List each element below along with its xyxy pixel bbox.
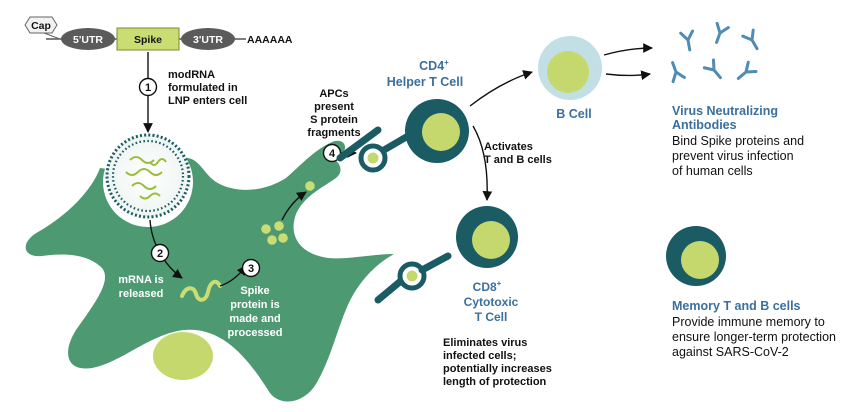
step-2-badge	[150, 243, 170, 263]
step-3-line-1: Spike	[240, 285, 269, 297]
step-1-line-1: modRNA	[168, 69, 215, 81]
lipid-nanoparticle	[105, 133, 191, 219]
spike-label: Spike	[134, 34, 162, 46]
utr3-segment: 3'UTR	[181, 28, 235, 50]
antibodies-title-line-1: Virus Neutralizing	[672, 104, 778, 118]
activates-line-1: Activates	[484, 141, 533, 153]
step-3-line-3: made and	[229, 313, 280, 325]
cap-label: Cap	[31, 20, 51, 32]
eliminates-line-1: Eliminates virus	[443, 337, 527, 349]
step-2-line-2: released	[119, 288, 164, 300]
step-4-line-2: present	[314, 101, 354, 113]
step-4-line-1: APCs	[319, 88, 348, 100]
cd8-mhc-receptor	[374, 252, 452, 304]
antibody-icon	[736, 60, 758, 80]
antibodies-desc-line-3: of human cells	[672, 164, 753, 178]
antigen-presenting-cell	[25, 156, 394, 402]
cd8-subtitle-line-1: Cytotoxic	[464, 295, 519, 309]
utr5-segment: 5'UTR	[61, 28, 115, 50]
utr3-label: 3'UTR	[193, 34, 223, 46]
step-2: 2 mRNA is released	[118, 243, 170, 300]
spike-protein-particles	[261, 181, 315, 245]
spike-segment: Spike	[116, 27, 180, 51]
b-cell-title: B Cell	[556, 107, 591, 121]
antibodies-desc-line-1: Bind Spike proteins and	[672, 134, 804, 148]
antibody-icon	[671, 61, 686, 84]
b-cell	[538, 36, 602, 100]
memory-desc-line-2: ensure longer-term protection	[672, 330, 836, 344]
step-4-line-3: S protein	[310, 114, 358, 126]
utr5-label: 5'UTR	[73, 34, 103, 46]
step-3-line-2: protein is	[230, 299, 280, 311]
arrow-particles-to-surface	[281, 191, 307, 221]
step-4: 4 APCs present S protein fragments	[307, 88, 361, 163]
memory-desc-line-1: Provide immune memory to	[672, 315, 825, 329]
cd8-title: CD8+	[473, 279, 502, 294]
arrow-b-cell-to-antibodies-2	[605, 70, 651, 81]
arrow-cd4-to-b-cell	[469, 70, 533, 107]
mrna-construct: Cap 5'UTR Spike 3'UTR AAAAAA	[24, 16, 293, 51]
step-1-badge	[138, 77, 158, 97]
step-1-line-3: LNP enters cell	[168, 95, 247, 107]
memory-title: Memory T and B cells	[672, 299, 801, 313]
antibody-cluster	[671, 21, 759, 84]
arrow-b-cell-to-antibodies-1	[603, 43, 653, 56]
cd4-mhc-receptor	[336, 126, 412, 173]
antibody-icon	[715, 21, 730, 44]
antibody-icon	[741, 28, 759, 51]
step-3-number: 3	[248, 263, 254, 275]
cap-segment: Cap	[24, 16, 58, 34]
step-2-number: 2	[157, 248, 163, 260]
step-3-badge	[241, 258, 261, 278]
arrow-cd4-to-cd8	[472, 125, 493, 201]
step-2-line-1: mRNA is	[118, 274, 163, 286]
eliminates-line-3: potentially increases	[443, 363, 552, 375]
antibody-icon	[702, 58, 722, 80]
step-3: 3 Spike protein is made and processed	[227, 258, 283, 339]
step-1-number: 1	[145, 82, 151, 94]
memory-cell	[666, 226, 726, 286]
released-mrna	[180, 279, 222, 302]
step-1-line-2: formulated in	[168, 82, 238, 94]
activates-line-2: T and B cells	[484, 154, 552, 166]
apc-nucleus	[153, 332, 213, 380]
cd4-subtitle: Helper T Cell	[387, 75, 463, 89]
step-1: 1 modRNA formulated in LNP enters cell	[138, 69, 247, 107]
lnp-mrna-cargo	[125, 156, 167, 200]
memory-desc-line-3: against SARS-CoV-2	[672, 345, 789, 359]
cd8-cytotoxic-t-cell	[456, 206, 518, 268]
cd4-title: CD4+	[419, 58, 449, 73]
step-3-line-4: processed	[227, 327, 282, 339]
step-4-line-4: fragments	[307, 127, 360, 139]
polya-tail-label: AAAAAA	[247, 34, 293, 46]
antibodies-title-line-2: Antibodies	[672, 118, 737, 132]
antibody-icon	[679, 29, 695, 52]
step-4-badge	[322, 143, 342, 163]
cd8-subtitle-line-2: T Cell	[475, 310, 508, 324]
step-4-number: 4	[329, 148, 336, 160]
cd4-helper-t-cell	[405, 99, 469, 163]
eliminates-line-2: infected cells;	[443, 350, 516, 362]
eliminates-line-4: length of protection	[443, 376, 547, 388]
antibodies-desc-line-2: prevent virus infection	[672, 149, 794, 163]
